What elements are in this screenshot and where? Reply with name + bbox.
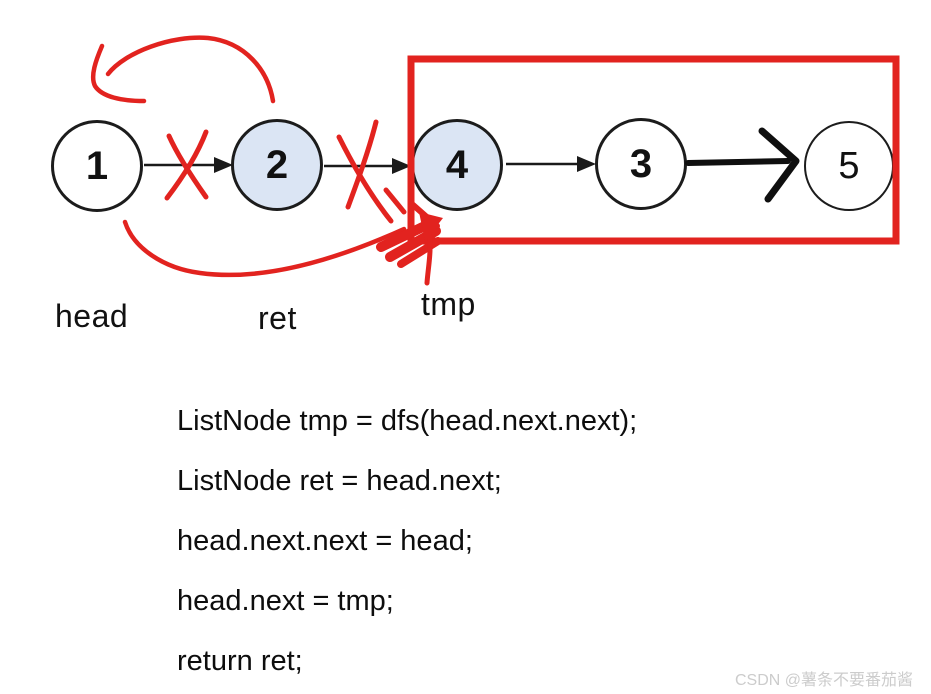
red-back-arrow-icon [90, 35, 276, 104]
list-node-3: 3 [595, 118, 687, 210]
pointer-label-tmp: tmp [421, 286, 476, 322]
next-arrow-1-2-icon [144, 157, 233, 173]
list-node-1: 1 [51, 120, 143, 212]
pointer-label-ret: ret [258, 300, 297, 336]
red-cross-1-2-icon [164, 129, 209, 201]
next-arrow-2-4-icon [324, 158, 411, 174]
code-snippet: ListNode tmp = dfs(head.next.next); List… [177, 391, 637, 691]
code-line: ListNode tmp = dfs(head.next.next); [177, 405, 638, 437]
list-node-2: 2 [231, 119, 323, 211]
node-value: 3 [629, 141, 653, 186]
list-node-5: 5 [804, 121, 894, 211]
code-line: head.next = tmp; [177, 585, 394, 617]
node-value: 1 [85, 143, 109, 188]
next-arrow-4-3-icon [506, 156, 596, 172]
next-arrow-3-5-icon [685, 127, 800, 203]
list-node-4: 4 [411, 119, 503, 211]
pointer-label-head: head [55, 298, 129, 334]
code-line: return ret; [177, 645, 303, 677]
red-cross-2-4-icon [336, 119, 394, 224]
code-line: ListNode ret = head.next; [177, 465, 502, 497]
node-value: 2 [265, 142, 289, 187]
node-value: 4 [445, 142, 469, 187]
node-value: 5 [838, 144, 860, 187]
csdn-watermark: CSDN @薯条不要番茄酱 [734, 672, 913, 689]
red-forward-arrow-icon [122, 219, 407, 278]
code-line: head.next.next = head; [177, 525, 473, 557]
